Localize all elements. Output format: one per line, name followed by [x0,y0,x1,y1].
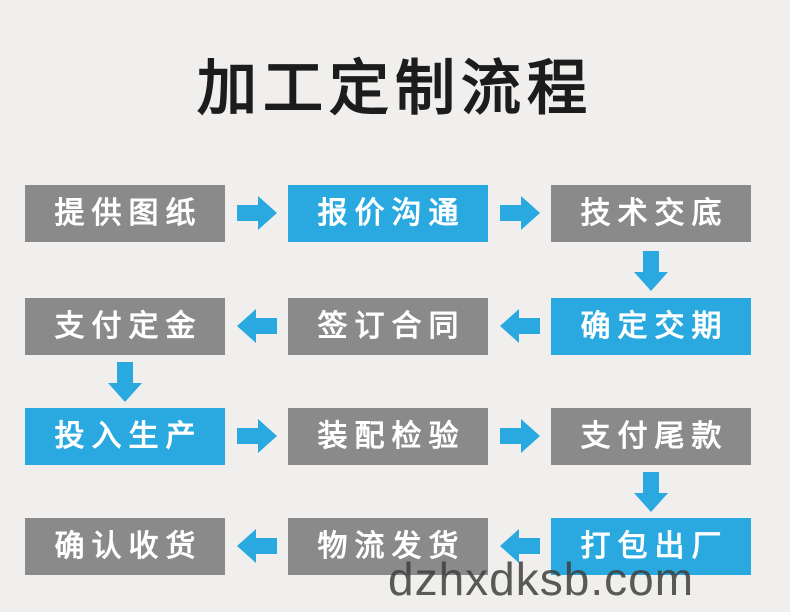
flow-step-technical-disclosure: 技术交底 [551,185,751,242]
flow-step-confirm-delivery-date: 确定交期 [551,298,751,355]
flow-step-label: 确认收货 [54,530,203,563]
watermark-text: dzhxdksb.com [388,553,695,605]
flow-step-packing-shipment: 打包出厂 [551,518,751,575]
flow-step-label: 打包出厂 [580,530,729,563]
flow-step-label: 装配检验 [317,420,466,453]
flow-step-start-production: 投入生产 [25,408,225,465]
arrow-right-icon [500,419,540,453]
page-title: 加工定制流程 [197,55,593,122]
arrow-left-icon [237,529,277,563]
flow-step-logistics-shipping: 物流发货 [288,518,488,575]
arrow-right-icon [237,196,277,230]
flow-step-label: 支付定金 [54,310,203,343]
flow-step-label: 投入生产 [54,420,203,453]
arrow-left-icon [237,309,277,343]
flow-step-label: 物流发货 [317,530,466,563]
arrow-down-icon [108,362,142,402]
flow-step-pay-balance: 支付尾款 [551,408,751,465]
arrow-left-icon [500,309,540,343]
flow-step-label: 支付尾款 [580,420,729,453]
flow-step-provide-drawings: 提供图纸 [25,185,225,242]
arrow-down-icon [634,251,668,291]
arrow-down-icon [634,472,668,512]
flow-step-label: 签订合同 [317,310,466,343]
flow-step-assembly-inspection: 装配检验 [288,408,488,465]
flow-step-sign-contract: 签订合同 [288,298,488,355]
flow-step-quotation-communication: 报价沟通 [288,185,488,242]
flow-step-label: 提供图纸 [54,197,203,230]
arrow-right-icon [237,419,277,453]
arrow-right-icon [500,196,540,230]
flow-step-label: 技术交底 [580,197,729,230]
flow-step-confirm-receipt: 确认收货 [25,518,225,575]
flow-step-pay-deposit: 支付定金 [25,298,225,355]
flow-step-label: 报价沟通 [317,197,466,230]
flow-step-label: 确定交期 [580,310,729,343]
arrow-left-icon [500,529,540,563]
